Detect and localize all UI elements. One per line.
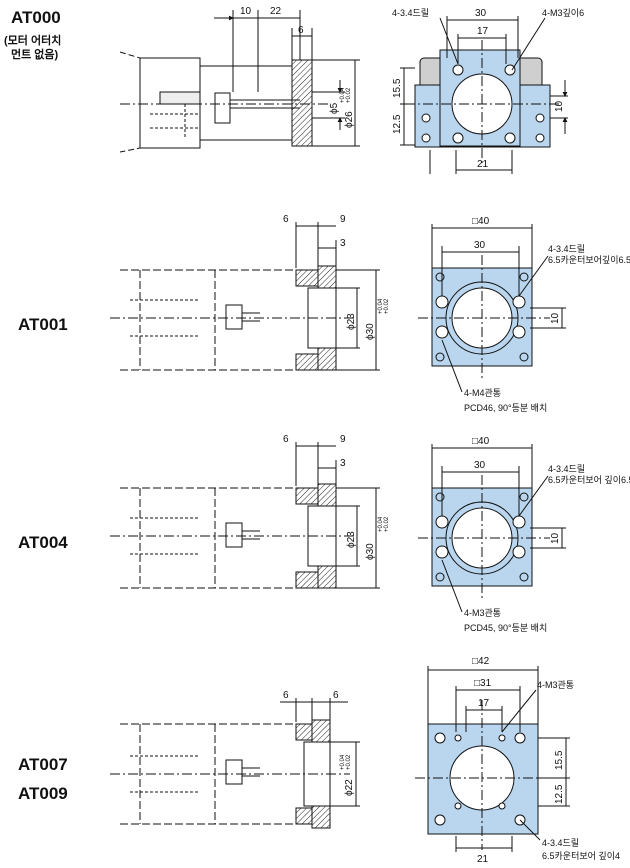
front-view xyxy=(418,444,566,613)
dim-label: 30 xyxy=(475,8,487,19)
dim-label: 10 xyxy=(554,100,565,112)
dim-label: 10 xyxy=(550,532,561,544)
tolerance: +0.02 xyxy=(384,298,390,314)
model-note: (모터 어터치 xyxy=(4,33,61,47)
dim-label: ϕ5 xyxy=(329,102,340,114)
dim-label: 9 xyxy=(340,434,346,445)
callout: 4-3.4드릴 xyxy=(548,464,585,474)
callout: 6.5카운터보어 깊이4 xyxy=(542,850,620,861)
tolerance: +0.04 xyxy=(340,87,346,103)
model-label: AT009 xyxy=(18,784,68,803)
dim-label: 9 xyxy=(340,214,346,225)
dim-label: 30 xyxy=(474,240,486,251)
dim-label: 10 xyxy=(550,312,561,324)
callout: 4-M3깊이6 xyxy=(542,7,584,18)
dim-label: □31 xyxy=(474,678,492,689)
dim-label: ϕ22 xyxy=(344,779,355,796)
tolerance: +0.02 xyxy=(346,87,352,103)
callout: 6.5카운터보어깊이6.5 xyxy=(548,254,630,265)
dim-label: 6 xyxy=(298,25,304,36)
model-label: AT001 xyxy=(18,315,68,334)
callout: 4-M3관통 xyxy=(464,608,501,618)
dim-label: 12.5 xyxy=(554,784,565,804)
dim-label: 30 xyxy=(474,460,486,471)
dim-label: □42 xyxy=(472,656,490,667)
callout: 4-M4관통 xyxy=(464,388,501,398)
callout: 4-3.4드릴 xyxy=(548,244,585,254)
dim-label: □40 xyxy=(472,436,490,447)
dim-label: □40 xyxy=(472,216,490,227)
callout: PCD46, 90°등분 배치 xyxy=(464,402,547,413)
model-note: 먼트 없음) xyxy=(11,47,59,61)
model-at001: AT001 6 9 xyxy=(18,214,630,413)
dim-label: 6 xyxy=(283,434,289,445)
model-at004: AT004 6 9 xyxy=(18,434,630,633)
model-label: AT007 xyxy=(18,755,68,774)
model-label: AT000 xyxy=(11,8,61,27)
tolerance: +0.04 xyxy=(340,754,346,770)
side-view xyxy=(110,222,380,371)
tolerance: +0.04 xyxy=(378,516,384,532)
callout: 4-M3관통 xyxy=(537,680,574,690)
tolerance: +0.04 xyxy=(378,298,384,314)
callout: 4-3.4드릴 xyxy=(542,838,579,848)
side-view xyxy=(110,698,360,829)
dim-label: 22 xyxy=(270,6,282,17)
dim-label: 3 xyxy=(340,238,346,249)
dim-label: 17 xyxy=(478,698,490,709)
dim-label: 3 xyxy=(340,458,346,469)
side-view xyxy=(110,442,380,589)
model-at007-at009: AT007 AT009 6 6 ϕ22 +0.04 xyxy=(18,656,620,865)
front-view xyxy=(418,224,566,393)
side-view xyxy=(119,10,360,153)
dim-label: ϕ30 xyxy=(365,323,376,340)
model-label: AT004 xyxy=(18,533,68,552)
callout: 4-3.4드릴 xyxy=(392,8,429,18)
dim-label: 21 xyxy=(477,159,489,170)
tolerance: +0.02 xyxy=(384,516,390,532)
callout: PCD45, 90°등분 배치 xyxy=(464,622,547,633)
tolerance: +0.02 xyxy=(346,754,352,770)
front-view xyxy=(400,16,568,174)
callout: 6.5카운터보어 깊이6.5 xyxy=(548,474,630,485)
dim-label: 10 xyxy=(240,6,252,17)
dim-label: ϕ30 xyxy=(365,543,376,560)
dim-label: ϕ23 xyxy=(346,531,357,548)
dim-label: 6 xyxy=(283,214,289,225)
model-at000: AT000 (모터 어터치 먼트 없음) xyxy=(4,6,584,174)
dim-label: 15.5 xyxy=(554,750,565,770)
dim-label: 12.5 xyxy=(392,114,403,134)
dim-label: 15.5 xyxy=(392,78,403,98)
dim-label: 6 xyxy=(283,690,289,701)
dim-label: ϕ23 xyxy=(346,313,357,330)
front-view xyxy=(415,666,570,852)
dim-label: 6 xyxy=(333,690,339,701)
dim-label: 17 xyxy=(477,26,489,37)
dim-label: 21 xyxy=(477,854,489,865)
dim-label: ϕ26 xyxy=(344,111,355,128)
